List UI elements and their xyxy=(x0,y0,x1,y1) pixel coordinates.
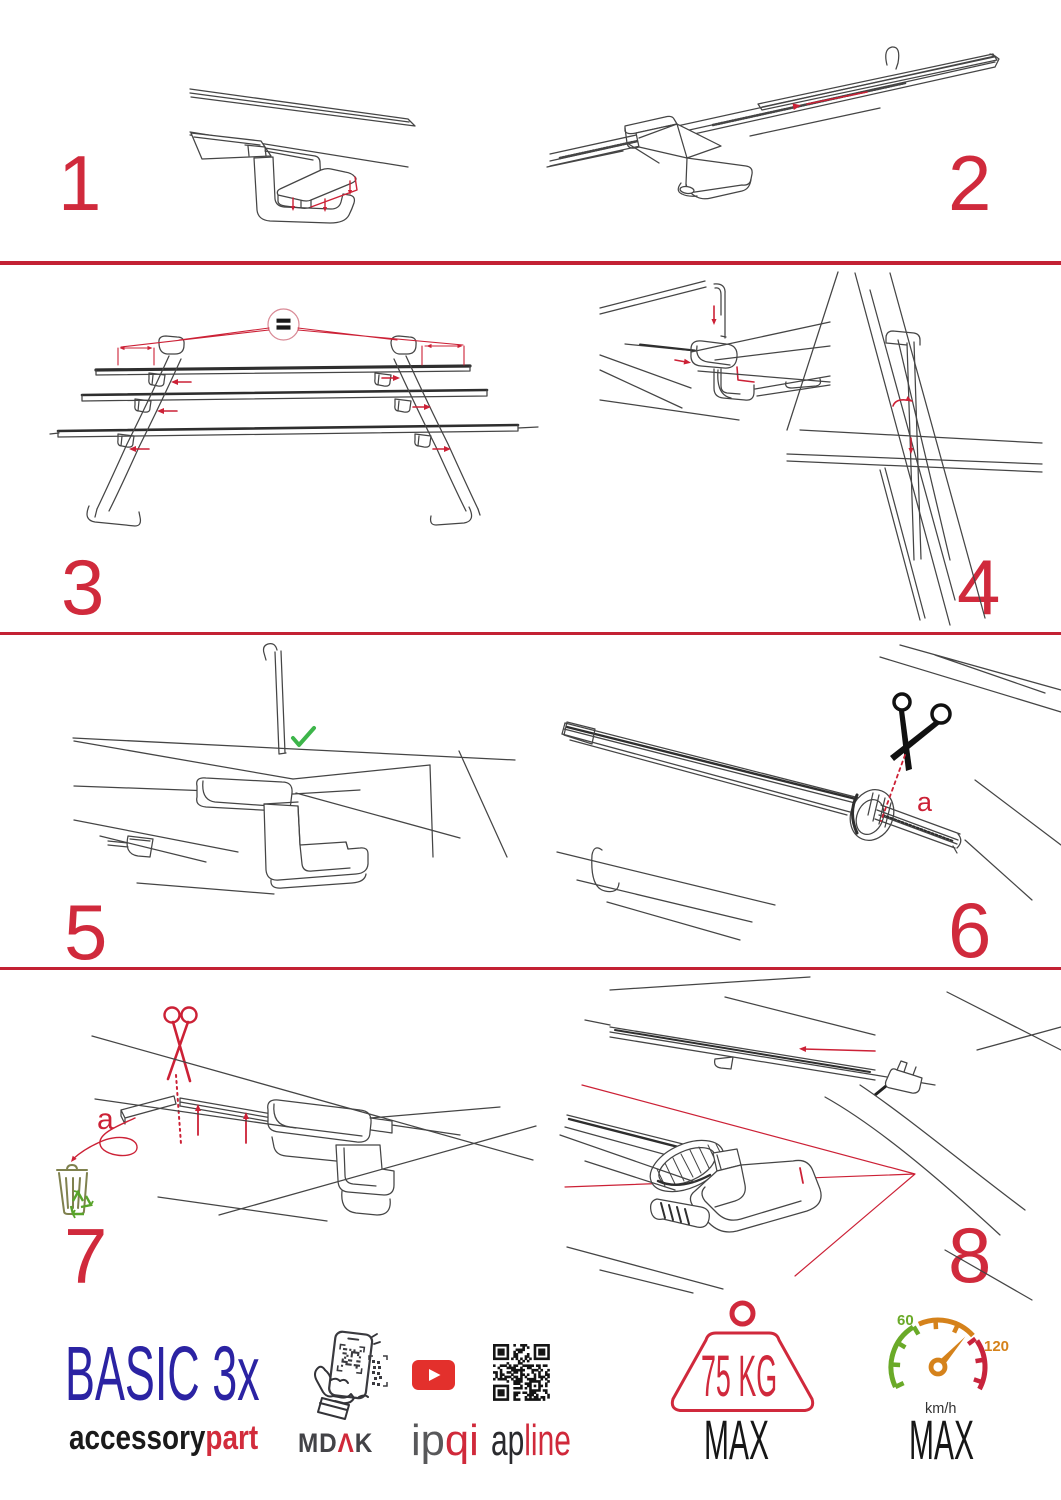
svg-text:60: 60 xyxy=(897,1312,914,1329)
svg-text:a: a xyxy=(97,1103,114,1136)
svg-text:km/h: km/h xyxy=(925,1401,956,1417)
svg-text:a: a xyxy=(917,787,933,817)
svg-text:120: 120 xyxy=(984,1338,1009,1355)
